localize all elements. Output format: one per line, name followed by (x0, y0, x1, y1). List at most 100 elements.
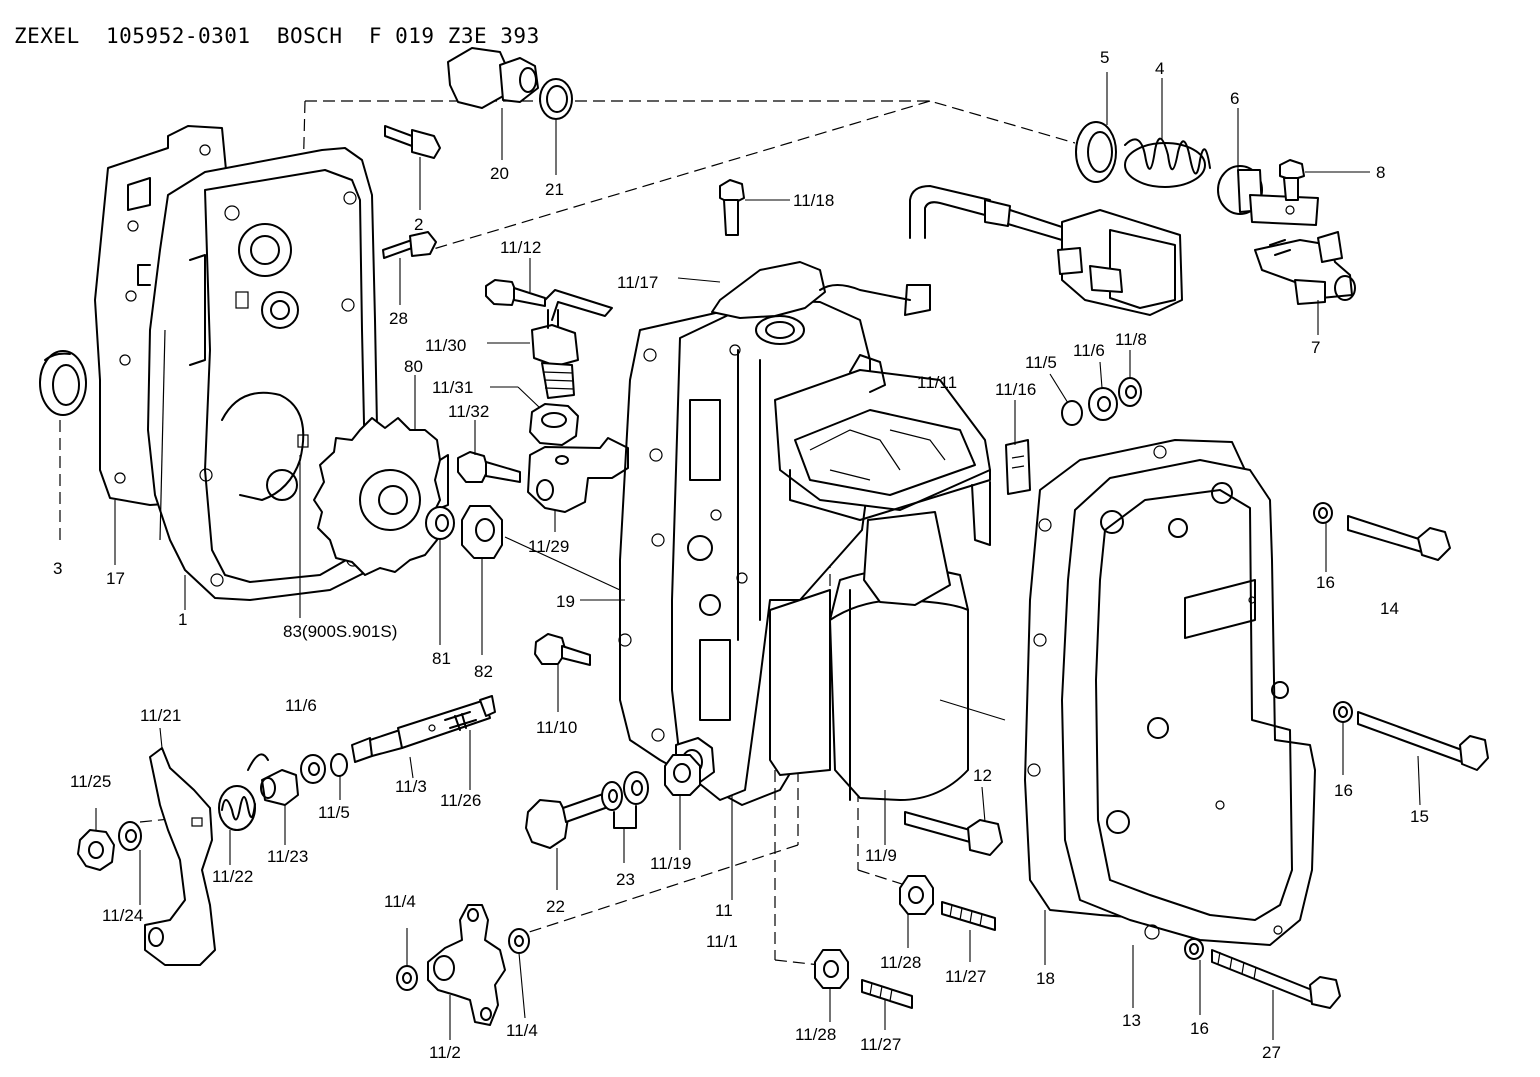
nut-11-28b (814, 949, 849, 989)
label-7: 7 (1311, 338, 1320, 357)
nut-82 (461, 505, 503, 559)
label-11: 11 (715, 901, 733, 920)
label-11-2: 11/2 (429, 1043, 461, 1062)
washer-16b (1333, 701, 1353, 723)
sleeve-11-23 (260, 769, 299, 806)
label-11-30: 11/30 (425, 336, 466, 355)
governor-cover-13 (1061, 459, 1316, 946)
bracket-11-29 (527, 437, 629, 513)
label-27: 27 (1262, 1043, 1281, 1062)
bolt-28 (382, 231, 437, 259)
pin-11-26 (444, 711, 477, 731)
stud-11-27b (861, 979, 913, 1009)
label-11-24: 11/24 (102, 906, 143, 925)
label-11-31: 11/31 (432, 378, 473, 397)
label-11-6b: 11/6 (285, 696, 317, 715)
label-28: 28 (389, 309, 408, 328)
washer-16c (1184, 938, 1204, 960)
label-16b: 16 (1334, 781, 1353, 800)
bolt-27 (1211, 949, 1341, 1009)
label-11-4b: 11/4 (506, 1021, 538, 1040)
terminal-11-16 (1005, 439, 1031, 495)
label-11-25: 11/25 (70, 772, 111, 791)
label-5: 5 (1100, 48, 1109, 67)
bolt-11-10 (534, 633, 591, 666)
label-11-3: 11/3 (395, 777, 427, 796)
label-11-9: 11/9 (865, 846, 897, 865)
label-16c: 16 (1190, 1019, 1209, 1038)
stud-11-27a (941, 901, 996, 931)
label-15: 15 (1410, 807, 1429, 826)
nut-11-19 (664, 754, 701, 796)
label-11-8: 11/8 (1115, 330, 1147, 349)
washers-23 (601, 771, 649, 829)
label-11-27b: 11/27 (860, 1035, 901, 1054)
washer-11-24 (118, 821, 142, 851)
label-11-28a: 11/28 (880, 953, 921, 972)
gear-80 (313, 417, 449, 576)
plug-20 (447, 47, 539, 109)
label-11-29: 11/29 (528, 537, 569, 556)
washer-11-4a (396, 965, 418, 991)
washer-16a (1313, 502, 1333, 524)
label-11-12: 11/12 (500, 238, 541, 257)
label-83: 83(900S.901S) (283, 622, 397, 641)
label-11-17: 11/17 (617, 273, 658, 292)
bolt-11-12 (485, 279, 613, 321)
bolt-22 (525, 792, 609, 849)
bolt-14 (1347, 515, 1451, 561)
leader-lines (95, 72, 1421, 1040)
label-18: 18 (1036, 969, 1055, 988)
diagram-title: ZEXEL 105952-0301 BOSCH F 019 Z3E 393 (14, 24, 540, 48)
label-11-5b: 11/5 (318, 803, 350, 822)
ring-5 (1075, 121, 1117, 183)
label-11-19: 11/19 (650, 854, 691, 873)
nut-11-25 (77, 829, 115, 871)
label-16a: 16 (1316, 573, 1335, 592)
label-2: 2 (414, 215, 423, 234)
lever-11-21 (144, 747, 216, 966)
label-11-5a: 11/5 (1025, 353, 1057, 372)
bolt-2 (384, 125, 441, 159)
label-23: 23 (616, 870, 635, 889)
bolt-15 (1357, 711, 1489, 771)
o-ring-11-5b (330, 753, 348, 777)
label-11-23: 11/23 (267, 847, 308, 866)
actuator-module-11-11 (774, 354, 991, 546)
label-11-22: 11/22 (212, 867, 253, 886)
label-11-28b: 11/28 (795, 1025, 836, 1044)
screw-11-18 (719, 179, 745, 236)
label-11-27a: 11/27 (945, 967, 986, 986)
label-13: 13 (1122, 1011, 1141, 1030)
washer-11-8 (1118, 377, 1142, 407)
ring-21 (539, 78, 573, 120)
label-21: 21 (545, 180, 564, 199)
bracket-7 (1254, 231, 1356, 305)
label-11-26: 11/26 (440, 791, 481, 810)
shaft-11-3 (351, 695, 496, 763)
label-20: 20 (490, 164, 509, 183)
label-11-4a: 11/4 (384, 892, 416, 911)
label-6: 6 (1230, 89, 1239, 108)
label-80: 80 (404, 357, 423, 376)
label-12: 12 (973, 766, 992, 785)
label-19: 19 (556, 592, 575, 611)
washer-11-6b (300, 754, 326, 784)
washer-81 (425, 506, 455, 540)
spring-plate-6 (1217, 165, 1319, 226)
spring-4 (1124, 137, 1211, 188)
washer-11-4b (508, 928, 530, 954)
part-labels: 5 4 6 8 7 20 21 2 28 11/18 11/12 11/17 1… (53, 48, 1429, 1062)
label-3: 3 (53, 559, 62, 578)
nut-11-31 (529, 403, 579, 446)
label-4: 4 (1155, 59, 1164, 78)
label-22: 22 (546, 897, 565, 916)
lever-arm-11-2 (427, 904, 506, 1026)
label-17: 17 (106, 569, 125, 588)
bolt-8 (1279, 159, 1305, 201)
bolt-11-32 (457, 451, 521, 483)
bolt-12 (904, 811, 1003, 856)
seal-ring-3 (39, 350, 87, 416)
label-11-1: 11/1 (706, 932, 738, 951)
